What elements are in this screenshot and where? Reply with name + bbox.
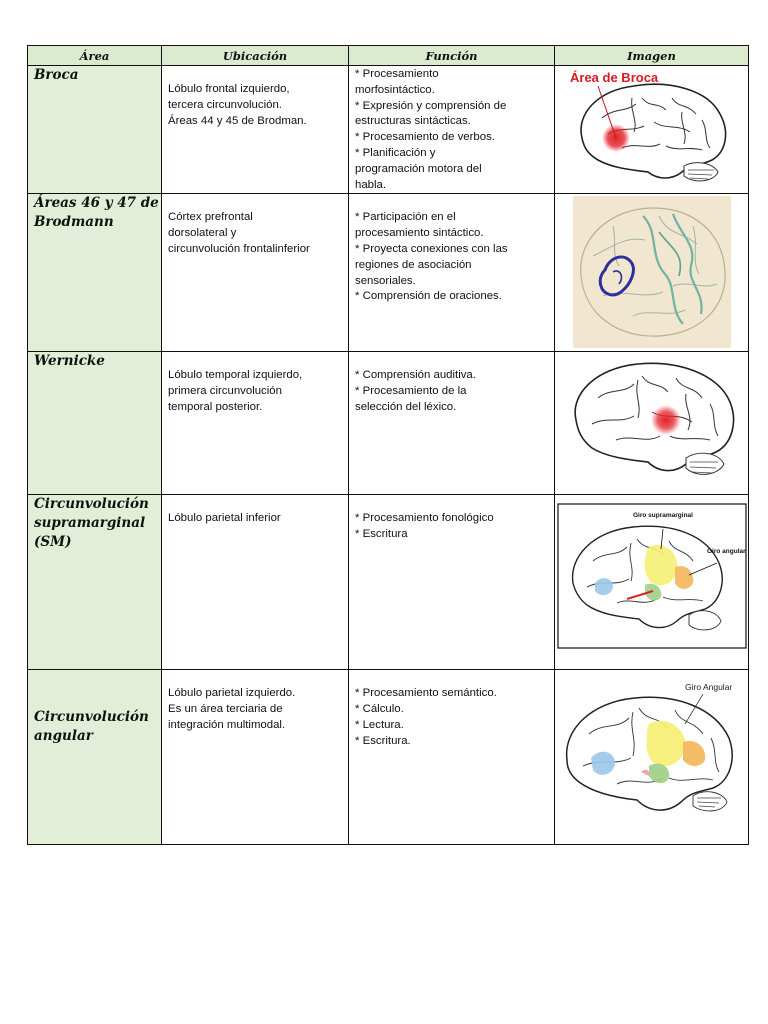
function-text: * Procesamiento semántico.: [355, 687, 497, 700]
table-row-areas-46-47: Áreas 46 y 47 de Brodmann Córtex prefron…: [27, 193, 749, 353]
function-cell: * Procesamiento fonológico * Escritura: [348, 494, 555, 671]
label-pointer: [597, 85, 616, 139]
location-cell: Córtex prefrontal dorsolateral y circunv…: [161, 193, 349, 353]
location-text: primera circunvolución: [168, 385, 282, 398]
function-cell: * Procesamiento semántico. * Cálculo. * …: [348, 669, 555, 846]
location-text: dorsolateral y: [168, 227, 237, 240]
angular-region: [675, 566, 694, 590]
area-name: supramarginal: [34, 515, 146, 532]
table-row-supramarginal: Circunvolución supramarginal (SM) Lóbulo…: [27, 494, 749, 671]
function-text: morfosintáctico.: [355, 83, 435, 96]
table-row-angular: Circunvolución angular Lóbulo parietal i…: [27, 669, 749, 846]
location-cell: Lóbulo frontal izquierdo, tercera circun…: [161, 64, 349, 195]
area-name: Circunvolución: [34, 496, 149, 513]
image-cell: [554, 351, 749, 496]
supramarginal-brain-illustration: Giro supramarginal Giro angular: [557, 503, 747, 649]
location-text: temporal posterior.: [168, 400, 263, 413]
header-row: Área Ubicación Función Imagen: [27, 45, 749, 66]
supramarginal-region: [644, 545, 678, 586]
image-label: Giro supramarginal: [633, 512, 693, 519]
supramarginal-region: [646, 721, 686, 767]
location-cell: Lóbulo parietal inferior: [161, 494, 349, 671]
broca-region: [591, 752, 615, 776]
area-cell: Broca: [27, 64, 162, 195]
function-text: * Escritura.: [355, 734, 411, 747]
location-text: Lóbulo frontal izquierdo,: [168, 83, 290, 95]
function-text: * Comprensión de oraciones.: [355, 290, 502, 303]
location-text: Lóbulo temporal izquierdo,: [168, 369, 303, 382]
table-row-wernicke: Wernicke Lóbulo temporal izquierdo, prim…: [27, 351, 749, 496]
image-label-secondary: Giro angular: [707, 548, 746, 555]
function-text: * Procesamiento de la: [355, 385, 467, 398]
location-cell: Lóbulo temporal izquierdo, primera circu…: [161, 351, 349, 496]
header-area: Área: [27, 45, 162, 66]
broca-brain-illustration: Área de Broca: [570, 70, 726, 182]
function-cell: * Participación en el procesamiento sint…: [348, 193, 555, 353]
area-cell: Áreas 46 y 47 de Brodmann: [27, 193, 162, 353]
sketch-background: [572, 196, 731, 349]
area-cell: Circunvolución supramarginal (SM): [27, 494, 162, 671]
table-row-broca: Broca Lóbulo frontal izquierdo, tercera …: [27, 64, 749, 195]
image-cell: [554, 193, 749, 353]
image-label: Área de Broca: [570, 70, 659, 85]
image-label: Giro Angular: [685, 682, 732, 692]
area-cell: Wernicke: [27, 351, 162, 496]
area-name: Broca: [34, 67, 79, 83]
function-text: programación motora del: [355, 162, 482, 175]
function-text: estructuras sintácticas.: [355, 115, 471, 128]
function-cell: * Comprensión auditiva. * Procesamiento …: [348, 351, 555, 496]
function-text: habla.: [355, 178, 387, 191]
wernicke-highlight: [650, 405, 681, 436]
location-text: Áreas 44 y 45 de Brodman.: [168, 114, 307, 127]
area-name: Brodmann: [34, 214, 114, 231]
areas-46-47-highlight: [598, 255, 635, 297]
location-text: Lóbulo parietal inferior: [168, 512, 281, 525]
area-name: Áreas 46 y 47 de: [34, 195, 159, 212]
brain-areas-table: Área Ubicación Función Imagen Broca Lóbu…: [27, 45, 749, 846]
area-name: (SM): [34, 534, 72, 551]
function-text: * Escritura: [355, 528, 408, 541]
wernicke-region: [649, 764, 670, 784]
function-text: * Procesamiento fonológico: [355, 512, 494, 525]
function-text: * Cálculo.: [355, 703, 404, 716]
area-cell: Circunvolución angular: [27, 669, 162, 846]
wernicke-brain-illustration: [573, 362, 734, 476]
location-text: Córtex prefrontal: [168, 211, 253, 224]
image-cell: Giro Angular: [554, 669, 749, 846]
location-cell: Lóbulo parietal izquierdo. Es un área te…: [161, 669, 349, 846]
location-text: integración multimodal.: [168, 718, 286, 731]
location-text: tercera circunvolución.: [168, 98, 282, 111]
header-location: Ubicación: [161, 45, 349, 66]
function-text: * Comprensión auditiva.: [355, 369, 476, 382]
area-name: Circunvolución: [34, 709, 149, 726]
function-text: selección del léxico.: [355, 400, 457, 413]
header-image: Imagen: [554, 45, 749, 66]
function-cell: * Procesamiento morfosintáctico. * Expre…: [348, 64, 555, 195]
function-text: * Procesamiento de verbos.: [355, 131, 495, 144]
angular-region: [683, 741, 706, 767]
brain-outline: [579, 83, 726, 179]
function-text: * Proyecta conexiones con las: [355, 242, 508, 255]
header-function: Función: [348, 45, 555, 66]
wernicke-region: [645, 584, 662, 601]
function-text: procesamiento sintáctico.: [355, 227, 484, 240]
location-text: Lóbulo parietal izquierdo.: [168, 687, 296, 700]
function-text: * Planificación y: [355, 146, 436, 159]
function-text: sensoriales.: [355, 274, 416, 287]
image-cell: Giro supramarginal Giro angular: [554, 494, 749, 671]
function-text: * Participación en el: [355, 211, 456, 224]
broca-region: [595, 578, 613, 596]
brodmann-sketch-illustration: [572, 196, 731, 349]
location-text: Es un área terciaria de: [168, 703, 283, 716]
function-text: * Expresión y comprensión de: [355, 99, 507, 112]
area-name: Wernicke: [34, 353, 105, 370]
location-text: circunvolución frontalinferior: [168, 242, 310, 255]
function-text: regiones de asociación: [355, 258, 472, 271]
angular-brain-illustration: Giro Angular: [565, 682, 733, 812]
function-text: * Procesamiento: [355, 68, 439, 80]
image-cell: Área de Broca: [554, 64, 749, 195]
area-name: angular: [34, 728, 93, 745]
function-text: * Lectura.: [355, 718, 404, 731]
